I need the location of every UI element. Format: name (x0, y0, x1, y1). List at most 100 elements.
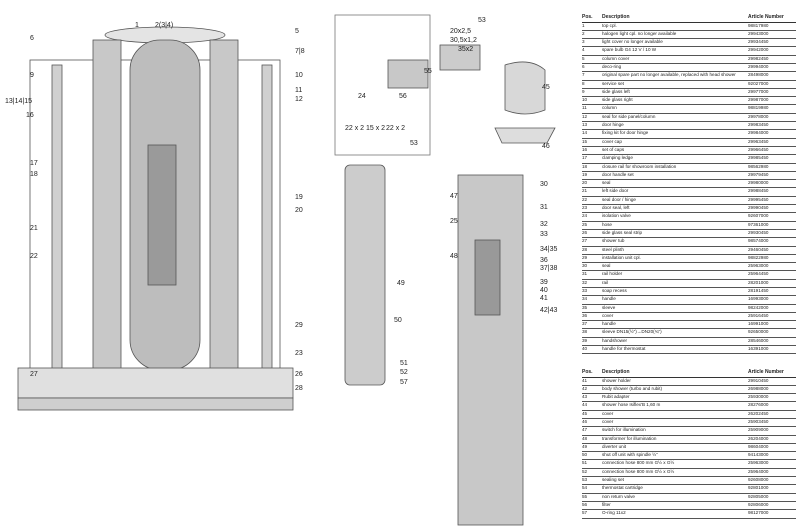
pos-cell: 23 (582, 204, 602, 214)
article-number-cell: 92607000 (748, 212, 796, 222)
article-number-cell: 94143000 (748, 451, 796, 461)
pos-cell: 6 (582, 63, 602, 73)
callout-label: 34|35 (540, 246, 557, 253)
article-number-cell: 98817980 (748, 22, 796, 31)
article-number-cell: 29982450 (748, 55, 796, 65)
description-cell: shower tub (602, 237, 748, 247)
article-number-cell: 29977000 (748, 88, 796, 98)
description-cell: handshower (602, 337, 748, 347)
pos-cell: 26 (582, 229, 602, 239)
article-number-cell: 16991000 (748, 320, 796, 330)
article-number-cell: 25964000 (748, 468, 796, 478)
callout-label: 47 (450, 193, 458, 200)
pos-cell: 29 (582, 254, 602, 264)
article-number-cell: 29988450 (748, 187, 796, 197)
article-number-cell: 98127000 (748, 509, 796, 519)
description-cell: fixing kit for door hinge (602, 129, 748, 139)
pos-cell: 13 (582, 121, 602, 131)
pos-cell: 28 (582, 246, 602, 255)
description-cell: switch for illumination (602, 426, 748, 436)
article-number-cell: 29978000 (748, 113, 796, 123)
description-cell: cover (602, 410, 748, 420)
callout-label: 1 (135, 22, 139, 29)
description-cell: sealing set (602, 476, 748, 486)
article-number-cell: 98242000 (748, 304, 796, 313)
description-cell: column (602, 104, 748, 114)
article-number-cell: 28276000 (748, 401, 796, 411)
description-cell: hose (602, 221, 748, 230)
description-cell: cover cap (602, 138, 748, 147)
article-number-cell: 92608000 (748, 476, 796, 486)
description-cell: side glass left (602, 88, 748, 98)
callout-label: 15 x 2 (366, 125, 385, 132)
col-header-article: Article Number (748, 13, 796, 23)
callout-label: 6 (30, 35, 34, 42)
col-header-pos: Pos. (582, 368, 602, 378)
pos-cell: 49 (582, 443, 602, 453)
callout-label: 7|8 (295, 48, 305, 55)
article-number-cell: 29942000 (748, 46, 796, 56)
description-cell: spare bulb G4 12 V / 10 W (602, 46, 748, 56)
callout-label: 22 x 2 (386, 125, 405, 132)
callout-label: 19 (295, 194, 303, 201)
article-number-cell: 26202450 (748, 410, 796, 420)
article-number-cell: 28546000 (748, 337, 796, 347)
article-number-cell: 98822980 (748, 254, 796, 264)
pos-cell: 40 (582, 345, 602, 355)
pos-cell: 33 (582, 287, 602, 297)
pos-cell: 22 (582, 196, 602, 206)
callout-label: 42|43 (540, 307, 557, 314)
article-number-cell: 29910450 (748, 377, 796, 386)
callout-label: 50 (394, 317, 402, 324)
pos-cell: 20 (582, 179, 602, 189)
pos-cell: 31 (582, 270, 602, 280)
description-cell: O-ring 11x2 (602, 509, 748, 519)
callout-label: 52 (400, 369, 408, 376)
description-cell: door seal, left (602, 204, 748, 214)
callout-label: 36 (540, 257, 548, 264)
description-cell: isolation valve (602, 212, 748, 222)
article-number-cell: 29460450 (748, 246, 796, 255)
description-cell: handle for thermostat (602, 345, 748, 355)
description-cell: connection hose 800 mm G½ x G½ (602, 468, 748, 478)
article-number-cell: 29963450 (748, 138, 796, 147)
callout-label: 46 (542, 143, 550, 150)
article-number-cell: 29934450 (748, 38, 796, 48)
col-header-description: Description (602, 368, 748, 378)
description-cell: seal for side panel/column (602, 113, 748, 123)
description-cell: deco-ring (602, 63, 748, 73)
article-number-cell: 25964450 (748, 270, 796, 280)
description-cell: side glass seal strip (602, 229, 748, 239)
article-number-cell: 98819980 (748, 104, 796, 114)
pos-cell: 21 (582, 187, 602, 197)
description-cell: steel plinth (602, 246, 748, 255)
callout-label: 45 (542, 84, 550, 91)
callout-label: 49 (397, 280, 405, 287)
description-cell: column cover (602, 55, 748, 65)
callout-label: 24 (358, 93, 366, 100)
description-cell: seal door / hinge (602, 196, 748, 206)
pos-cell: 7 (582, 71, 602, 81)
